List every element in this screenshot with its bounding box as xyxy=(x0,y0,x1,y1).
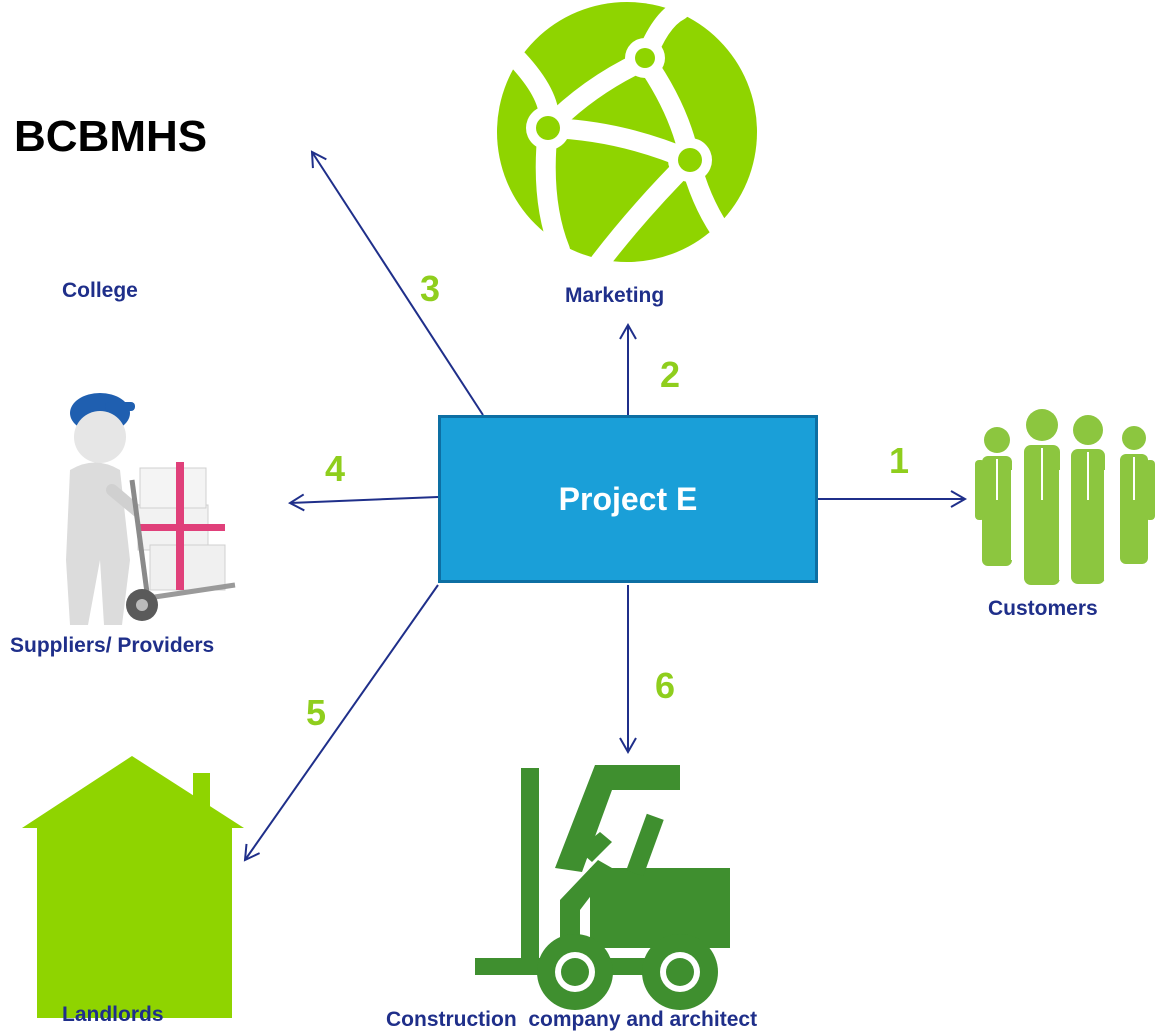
landlords-label: Landlords xyxy=(62,1003,164,1026)
people-group-icon xyxy=(975,409,1155,585)
customers-label: Customers xyxy=(988,597,1098,620)
house-icon xyxy=(22,756,244,1018)
number-construction: 6 xyxy=(655,665,676,706)
suppliers-label: Suppliers/ Providers xyxy=(10,634,215,657)
project-label: Project E xyxy=(558,480,698,517)
connector-arrows xyxy=(243,150,968,862)
delivery-person-icon xyxy=(66,393,236,625)
arrow-college xyxy=(310,150,484,416)
arrow-suppliers xyxy=(287,493,439,512)
project-box: Project E xyxy=(438,415,818,583)
arrow-landlords xyxy=(243,584,439,862)
marketing-label: Marketing xyxy=(565,284,665,307)
organization-title: BCBMHS xyxy=(14,112,208,161)
number-suppliers: 4 xyxy=(325,448,346,489)
number-college: 3 xyxy=(420,268,441,309)
number-customers: 1 xyxy=(889,440,910,481)
number-landlords: 5 xyxy=(306,692,327,733)
college-label: College xyxy=(62,279,138,302)
globe-network-icon xyxy=(497,0,757,272)
number-marketing: 2 xyxy=(660,354,681,395)
construction-label: Construction company and architect xyxy=(386,1008,758,1031)
forklift-icon xyxy=(475,765,730,1010)
